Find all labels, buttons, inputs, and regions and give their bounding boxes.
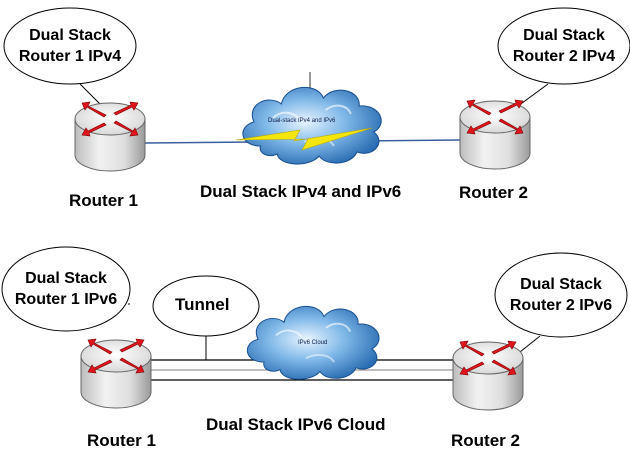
bubble-router2-ipv4 — [497, 7, 630, 85]
bubble-line: Dual Stack — [29, 27, 111, 44]
bubble-line: Router 2 IPv6 — [509, 297, 613, 314]
cloud-top-label: Dual-stack IPv4 and IPv6 — [268, 118, 336, 124]
bubble-router2-ipv6 — [494, 252, 628, 338]
bottom-caption: Dual Stack IPv6 Cloud — [206, 415, 386, 434]
bubble-router2-ipv6-text: Dual Stack Router 2 IPv6 — [495, 266, 627, 324]
lightning-bolt-icon — [235, 127, 373, 151]
router-2-bottom-icon — [452, 340, 524, 411]
bubble-line: Dual Stack — [25, 270, 107, 287]
router-2-top-icon — [459, 99, 531, 170]
tunnel-label: Tunnel — [175, 295, 230, 314]
bubble-line: Dual Stack — [520, 276, 602, 293]
top-caption: Dual Stack IPv4 and IPv6 — [200, 182, 402, 201]
router-1-bottom-icon — [80, 338, 152, 409]
bubble-router1-ipv6 — [1, 246, 131, 332]
bubble-router1-ipv6-text: Dual Stack Router 1 IPv6 — [4, 260, 128, 318]
bubble-router1-ipv4-text: Dual Stack Router 1 IPv4 — [6, 17, 134, 75]
bubble-line: Router 1 IPv4 — [18, 48, 122, 65]
bubble-line: Dual Stack — [523, 27, 605, 44]
bubble-line: Router 1 IPv6 — [14, 291, 118, 308]
router-2-bottom-label: Router 2 — [451, 431, 520, 450]
bubble-router1-ipv4 — [3, 7, 137, 85]
router-1-bottom-label: Router 1 — [87, 431, 156, 450]
router-1-top-icon — [74, 101, 146, 172]
bubble-line: Router 2 IPv4 — [512, 48, 616, 65]
router-2-top-label: Router 2 — [459, 183, 528, 202]
cloud-top — [241, 86, 383, 166]
cloud-bottom-label: IPv6 Cloud — [298, 340, 328, 346]
router-1-top-label: Router 1 — [69, 191, 138, 210]
bubble-router2-ipv4-text: Dual Stack Router 2 IPv4 — [500, 17, 628, 75]
